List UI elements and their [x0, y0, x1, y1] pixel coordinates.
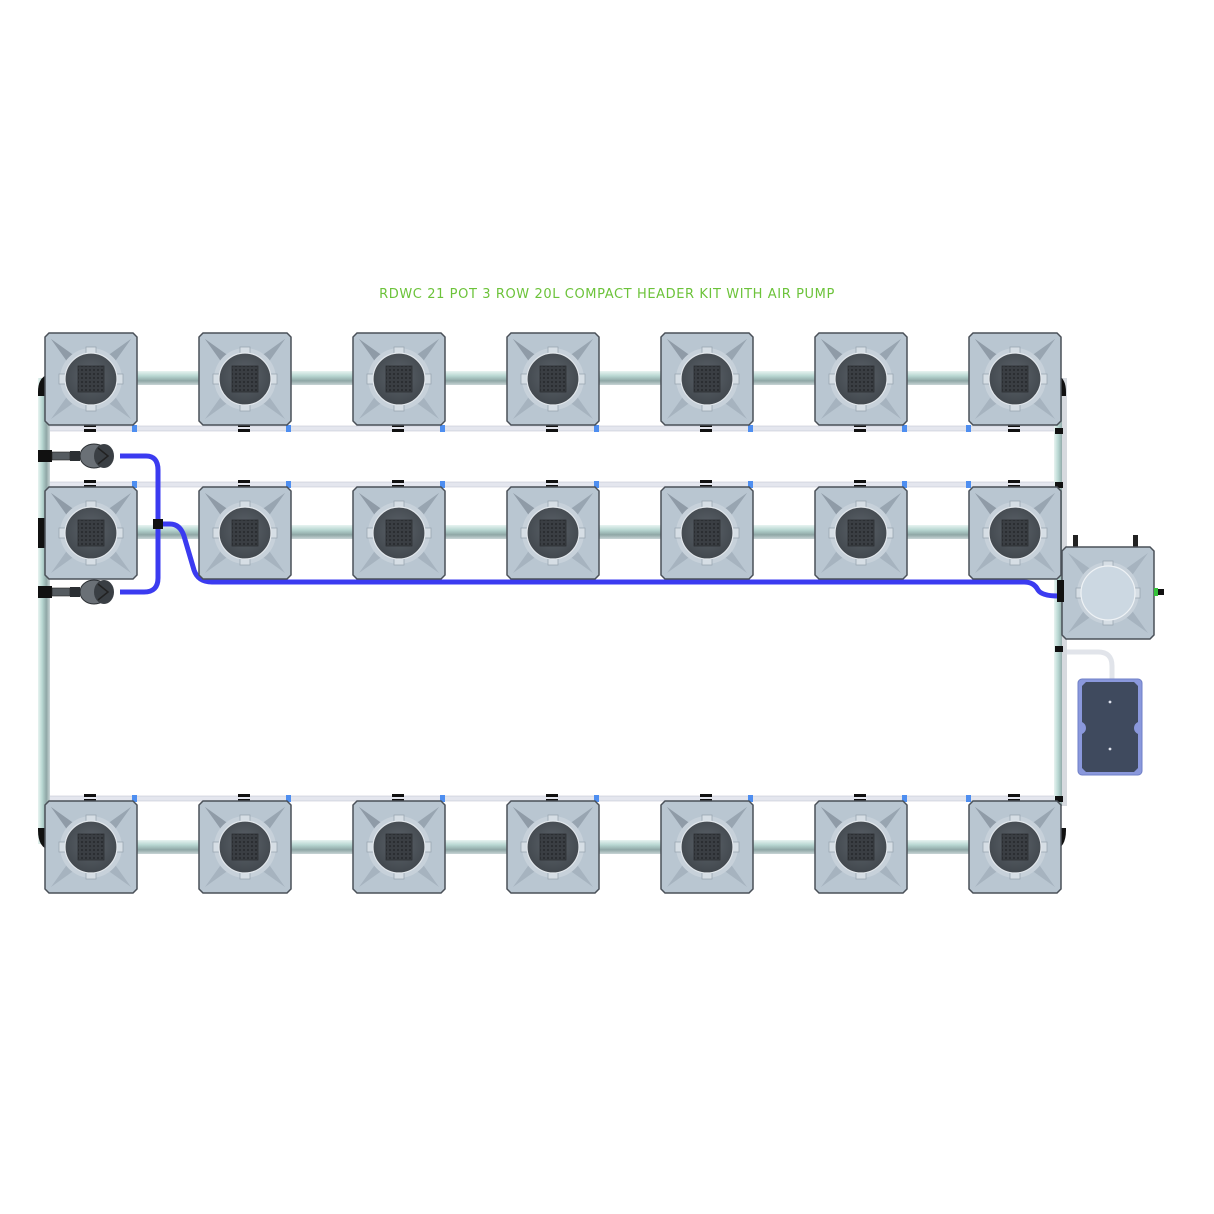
pot [506, 332, 600, 426]
pot [814, 486, 908, 580]
pot [660, 800, 754, 894]
pot [968, 800, 1062, 894]
pot [660, 332, 754, 426]
pot [352, 486, 446, 580]
pot [44, 486, 138, 580]
diagram-title: RDWC 21 POT 3 ROW 20L COMPACT HEADER KIT… [379, 287, 835, 302]
pot [814, 332, 908, 426]
pot [660, 486, 754, 580]
pot [352, 800, 446, 894]
pot [198, 332, 292, 426]
pot [968, 332, 1062, 426]
air-pump [1077, 678, 1143, 776]
pot [44, 332, 138, 426]
return-hose [158, 521, 1059, 599]
pot [506, 486, 600, 580]
pot [198, 800, 292, 894]
pot [352, 332, 446, 426]
pot [44, 800, 138, 894]
header-pipes [38, 371, 1067, 854]
air-lines [39, 424, 1115, 802]
pot [506, 800, 600, 894]
pot [968, 486, 1062, 580]
pot [814, 800, 908, 894]
control-bucket [1057, 535, 1164, 640]
pot [198, 486, 292, 580]
